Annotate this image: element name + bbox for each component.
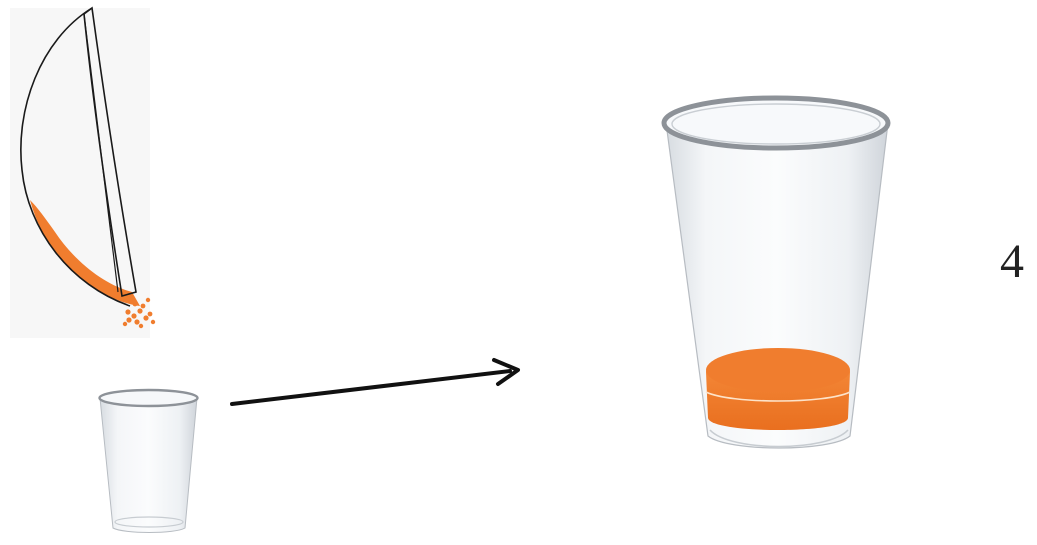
large-cup-with-grains-icon	[664, 98, 888, 448]
right-arrow-icon	[232, 360, 518, 404]
small-cup-body	[100, 398, 197, 533]
small-cup-rim	[100, 390, 198, 406]
small-empty-cup-icon	[100, 390, 198, 533]
step-number-label: 4	[1000, 238, 1024, 286]
large-cup-grain-top	[706, 348, 850, 392]
large-cup-rim	[664, 98, 888, 148]
scoop-background	[10, 8, 150, 338]
pouring-scoop-icon	[10, 8, 155, 338]
